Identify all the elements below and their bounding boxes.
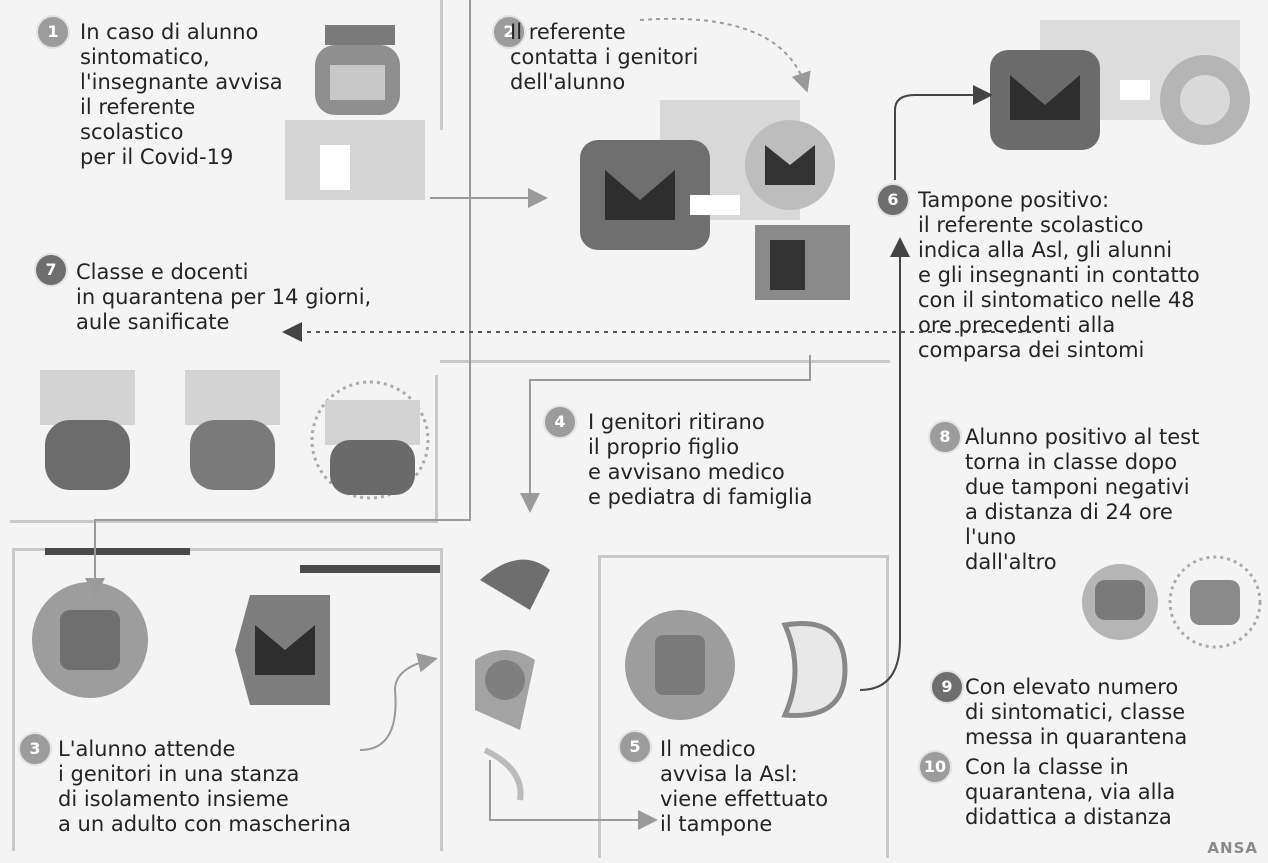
teacher-illustration <box>285 25 425 200</box>
phone-call-illustration <box>580 100 850 300</box>
divider-bars <box>45 548 440 573</box>
frame-top-left <box>440 0 444 130</box>
step-8-text: Alunno positivo al test torna in classe … <box>965 425 1200 574</box>
frame-step5 <box>598 555 889 858</box>
doctor-swab-illustration <box>625 610 848 720</box>
parents-pickup-illustration <box>475 559 550 801</box>
step-10-badge: 10 <box>918 750 952 784</box>
step-7-text: Classe e docenti in quarantena per 14 gi… <box>76 260 372 334</box>
isolation-room-illustration <box>32 582 330 705</box>
frame-step7 <box>10 375 438 523</box>
step-8-badge: 8 <box>928 420 962 454</box>
frame-bottom-left <box>12 548 443 851</box>
step-4-text: I genitori ritirano il proprio figlio e … <box>588 410 813 509</box>
step-6-text: Tampone positivo: il referente scolastic… <box>918 188 1200 362</box>
step-3-text: L'alunno attende i genitori in una stanz… <box>58 737 352 836</box>
step-2-badge: 2 <box>492 15 526 49</box>
step-9-text: Con elevato numero di sintomatici, class… <box>965 675 1188 749</box>
step-9-badge: 9 <box>930 670 964 704</box>
step-1-badge: 1 <box>36 15 70 49</box>
step-10-text: Con la classe in quarantena, via alla di… <box>965 755 1176 829</box>
step-3-badge: 3 <box>18 732 52 766</box>
frame-divider <box>440 360 890 363</box>
step-4-badge: 4 <box>543 405 577 439</box>
step-5-text: Il medico avvisa la Asl: viene effettuat… <box>660 737 829 836</box>
step-6-badge: 6 <box>876 183 910 217</box>
positive-test-illustration <box>990 20 1250 150</box>
step-1-text: In caso di alunno sintomatico, l'insegna… <box>80 20 283 169</box>
quarantine-class-illustration <box>40 370 430 500</box>
ansa-credit: ANSA <box>1207 839 1258 857</box>
negative-tests-illustration <box>1082 555 1262 649</box>
step-5-badge: 5 <box>618 730 652 764</box>
step-2-text: Il referente contatta i genitori dell'al… <box>510 20 699 94</box>
step-7-badge: 7 <box>34 253 68 287</box>
